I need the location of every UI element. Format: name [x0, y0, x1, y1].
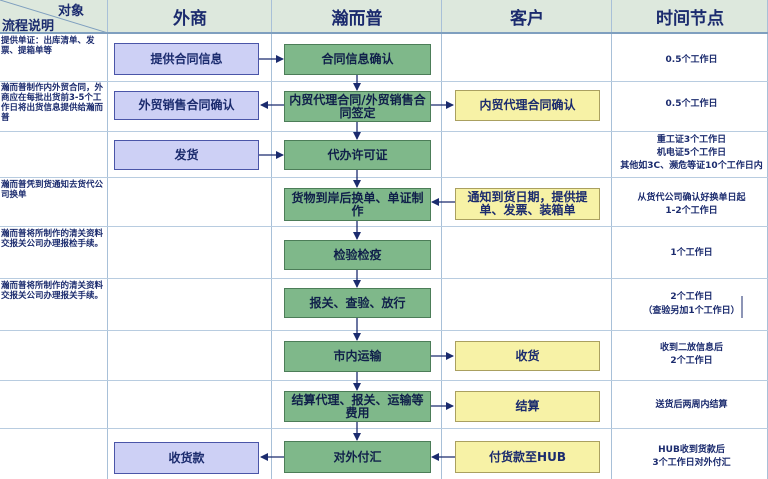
time-node: 3个工作日对外付汇 — [652, 458, 731, 468]
process-note: 瀚而普凭到货通知去货代公司换单 — [1, 180, 104, 200]
time-node: 0.5个工作日 — [665, 55, 718, 65]
h-settle-box: 结算代理、报关、运输等费用 — [284, 391, 431, 422]
time-node: 收到二放信息后 — [659, 343, 723, 353]
time-node: 1-2个工作日 — [665, 206, 718, 216]
corner-label-process: 流程说明 — [2, 19, 55, 34]
header-divider — [0, 32, 768, 34]
c-receive-box: 收货 — [455, 341, 600, 371]
time-node: HUB收到货款后 — [658, 445, 725, 455]
grid-vline — [271, 0, 272, 479]
time-node: （查验另加1个工作日） — [643, 306, 740, 316]
grid-vline — [107, 0, 108, 479]
row-divider — [0, 330, 768, 331]
h-inspect-box: 检验检疫 — [284, 240, 431, 270]
header-foreign: 外商 — [108, 0, 272, 33]
grid-vline — [441, 0, 442, 479]
time-node: 机电证5个工作日 — [656, 148, 727, 158]
header-hanerpu: 瀚而普 — [272, 0, 442, 33]
row-divider — [0, 177, 768, 178]
process-note: 瀚而普制作内外贸合同，外商应在每批出货前3-5个工作日将出货信息提供给瀚而普 — [1, 83, 104, 123]
row-divider — [0, 278, 768, 279]
row-divider — [0, 81, 768, 82]
grid-vline — [611, 0, 612, 479]
time-node: 0.5个工作日 — [665, 99, 718, 109]
row-divider — [0, 131, 768, 132]
foreign-provide-box: 提供合同信息 — [114, 43, 259, 75]
foreign-ship-box: 发货 — [114, 140, 259, 170]
header-customer: 客户 — [442, 0, 612, 33]
h-transport-box: 市内运输 — [284, 341, 431, 372]
time-node: 1个工作日 — [670, 248, 713, 258]
row-divider — [0, 428, 768, 429]
h-license-box: 代办许可证 — [284, 140, 431, 170]
h-arrival-box: 货物到岸后换单、单证制作 — [284, 188, 431, 221]
foreign-receive-box: 收货款 — [114, 442, 259, 474]
time-node: 从货代公司确认好换单日起 — [637, 193, 746, 203]
process-note: 瀚而普将所制作的清关资料交报关公司办理报检手续。 — [1, 229, 104, 249]
time-node: 送货后两周内结算 — [655, 400, 728, 410]
row-divider — [0, 226, 768, 227]
time-node: 2个工作日 — [670, 292, 713, 302]
header-diagonal — [0, 0, 108, 33]
c-notify-box: 通知到货日期，提供提单、发票、装箱单 — [455, 188, 600, 220]
time-node: 其他如3C、濒危等证10个工作日内 — [620, 161, 763, 171]
h-confirm-box: 合同信息确认 — [284, 44, 431, 75]
process-note: 瀚而普将所制作的清关资料交报关公司办理报关手续。 — [1, 281, 104, 301]
row-divider — [0, 380, 768, 381]
h-pay-box: 对外付汇 — [284, 441, 431, 473]
corner-label-object: 对象 — [58, 4, 85, 19]
header-time: 时间节点 — [612, 0, 768, 33]
time-node: 重工证3个工作日 — [656, 135, 727, 145]
foreign-confirm-box: 外贸销售合同确认 — [114, 91, 259, 120]
c-pay-box: 付货款至HUB — [455, 441, 600, 473]
process-note: 提供单证：出库清单、发票、提箱单等 — [1, 36, 95, 56]
time-node: 2个工作日 — [670, 356, 713, 366]
h-sign-box: 内贸代理合同/外贸销售合同签定 — [284, 91, 431, 122]
c-settle-box: 结算 — [455, 391, 600, 422]
h-customs-box: 报关、查验、放行 — [284, 288, 431, 318]
c-confirm-box: 内贸代理合同确认 — [455, 90, 600, 121]
